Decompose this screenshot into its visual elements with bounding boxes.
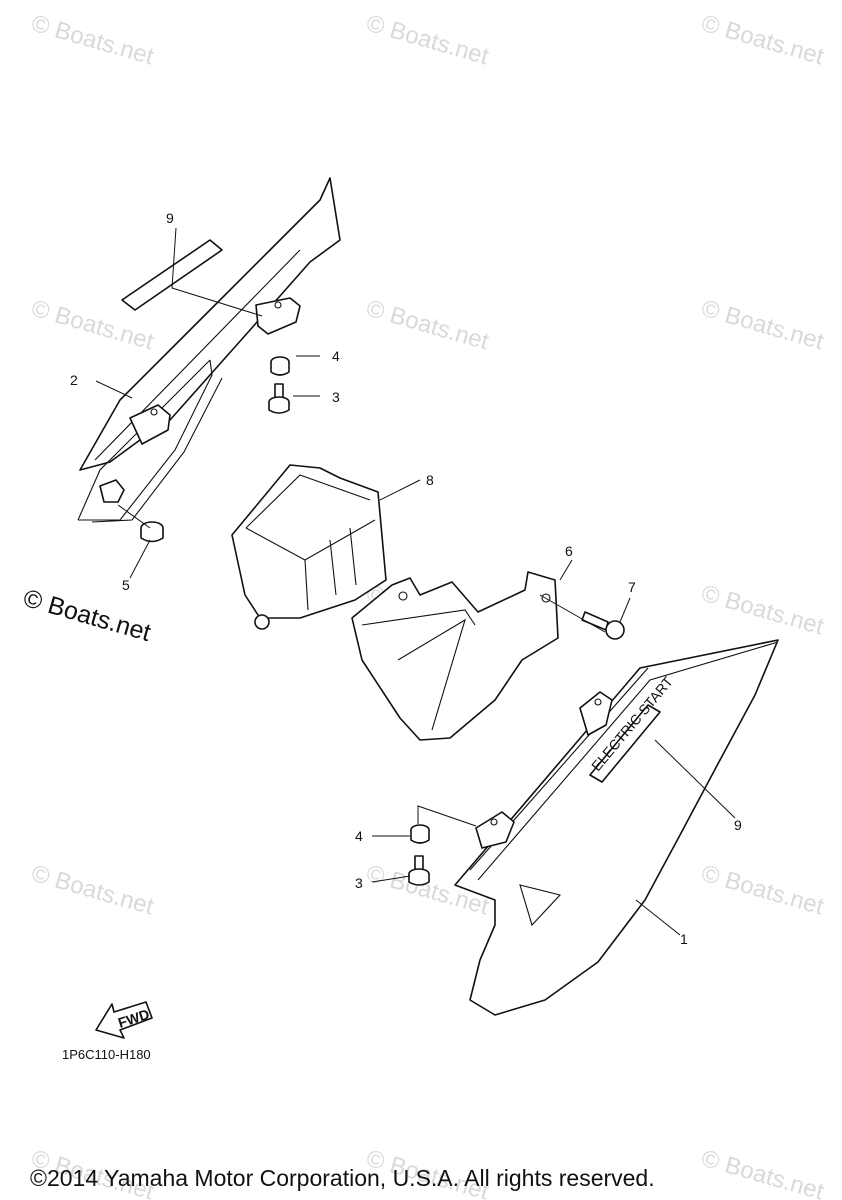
part-4-lower-collar: [410, 824, 430, 844]
callout-5: 5: [122, 577, 130, 593]
callout-4-top: 4: [332, 348, 340, 364]
part-7-screw: [581, 611, 625, 640]
watermark-1: © Boats.net: [28, 10, 157, 71]
part-5-grommet: [140, 521, 164, 543]
callout-9-top: 9: [166, 210, 174, 226]
watermark-6: © Boats.net: [698, 295, 827, 356]
part-1-right-side-cover: [454, 639, 779, 1016]
watermark-3: © Boats.net: [698, 10, 827, 71]
callout-3-bottom: 3: [355, 875, 363, 891]
watermark-8: © Boats.net: [698, 580, 827, 641]
watermark-14: © Boats.net: [698, 1145, 827, 1200]
callout-4-bottom: 4: [355, 828, 363, 844]
callout-9-bottom: 9: [734, 817, 742, 833]
part-6-lower-cover: [351, 571, 559, 741]
part-9-upper-emblem: [121, 239, 223, 311]
watermark-2: © Boats.net: [363, 10, 492, 71]
diagram-code: 1P6C110-H180: [62, 1047, 151, 1062]
watermark-11: © Boats.net: [698, 860, 827, 921]
watermark-9: © Boats.net: [28, 860, 157, 921]
callout-3-top: 3: [332, 389, 340, 405]
part-3-lower-bolt: [408, 855, 430, 886]
callout-8: 8: [426, 472, 434, 488]
fwd-arrow-icon: FWD: [95, 1001, 153, 1039]
part-8-battery-box: [231, 464, 387, 630]
callout-6: 6: [565, 543, 573, 559]
part-4-upper-collar: [270, 356, 290, 376]
callout-7: 7: [628, 579, 636, 595]
part-2-left-side-cover: [77, 177, 341, 523]
leader-lines: [95, 227, 736, 936]
copyright-notice: ©2014 Yamaha Motor Corporation, U.S.A. A…: [30, 1165, 655, 1191]
part-3-upper-bolt: [268, 383, 290, 414]
callout-1: 1: [680, 931, 688, 947]
callout-2: 2: [70, 372, 78, 388]
watermark-5: © Boats.net: [363, 295, 492, 356]
